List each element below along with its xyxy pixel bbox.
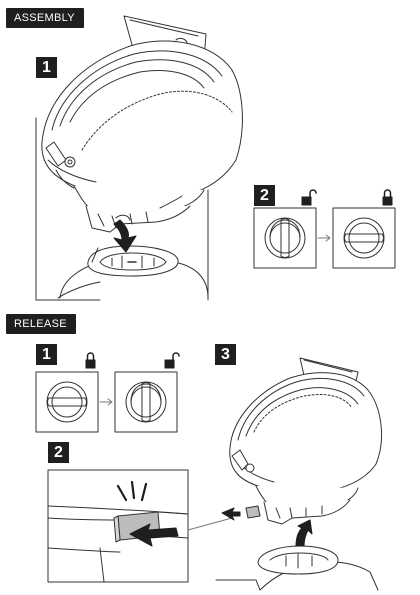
padlock-open-icon xyxy=(301,189,317,206)
section-label-release: RELEASE xyxy=(6,314,76,334)
release-step-1-badge: 1 xyxy=(36,344,57,365)
release-step-3-badge: 3 xyxy=(215,344,236,365)
release-step1-illustration xyxy=(35,352,180,433)
padlock-open-icon xyxy=(164,352,180,369)
release-step3-illustration xyxy=(215,357,383,591)
dial-horizontal xyxy=(343,217,385,259)
dial-horizontal xyxy=(46,381,88,423)
tank-bag xyxy=(41,15,243,233)
assembly-step1-illustration xyxy=(35,15,243,301)
padlock-closed-icon xyxy=(382,189,393,206)
release-step-2-badge: 2 xyxy=(48,442,69,463)
assembly-step-1-badge: 1 xyxy=(36,57,57,78)
up-arrow-icon xyxy=(295,519,313,547)
dial-vertical xyxy=(264,217,306,259)
click-sound-marks xyxy=(116,480,148,502)
push-arrow-icon xyxy=(221,507,241,521)
down-arrow-icon xyxy=(113,219,137,253)
section-label-assembly: ASSEMBLY xyxy=(6,8,84,28)
assembly-step-2-badge: 2 xyxy=(254,185,275,206)
assembly-step2-illustration xyxy=(253,189,396,269)
release-step2-illustration xyxy=(47,469,233,583)
tank-ring xyxy=(87,245,179,277)
arrow-right-icon xyxy=(99,398,113,406)
padlock-closed-icon xyxy=(85,352,96,369)
dial-vertical xyxy=(125,381,167,423)
arrow-right-icon xyxy=(317,234,331,242)
push-arrow-icon xyxy=(129,523,179,547)
